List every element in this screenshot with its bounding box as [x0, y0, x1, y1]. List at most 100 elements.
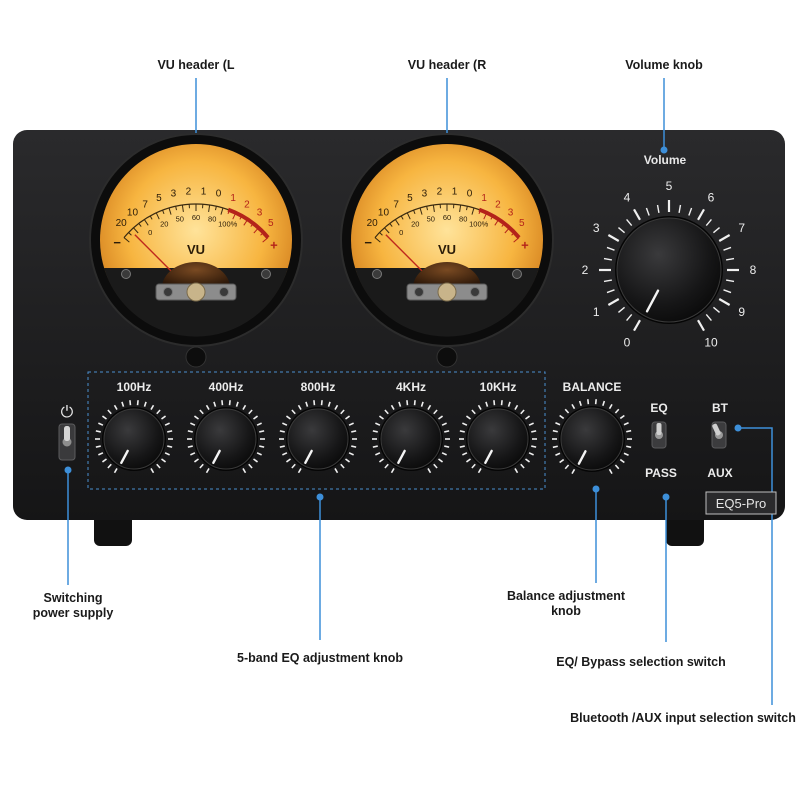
knob-tick: [552, 445, 558, 449]
model-badge: EQ5-Pro: [705, 491, 777, 515]
knob-tick: [187, 430, 193, 433]
knob-tick: [199, 463, 204, 469]
knob-tick: [619, 414, 625, 420]
knob-tick: [528, 452, 534, 456]
eq-bypass-switch[interactable]: [651, 421, 667, 449]
vu-label: VU: [187, 242, 205, 257]
knob-tick: [221, 400, 224, 406]
vu-percent-label: 80: [208, 215, 216, 224]
knob-tick: [242, 404, 247, 410]
vu-db-label: 20: [116, 218, 128, 229]
knob-body: [103, 408, 165, 470]
knob-tick: [242, 468, 247, 474]
knob-body: [467, 408, 529, 470]
volume-tick: [626, 218, 633, 227]
knob-tick: [552, 429, 558, 433]
knob-tick: [348, 422, 354, 426]
knob-tick: [193, 458, 199, 463]
vu-screw: [121, 269, 131, 279]
vu-db-label: 0: [467, 188, 473, 199]
eq-knob-100hz[interactable]: [95, 400, 173, 474]
knob-tick: [378, 458, 384, 463]
eq-knob-4khz[interactable]: [372, 400, 450, 474]
knob-tick: [259, 430, 265, 433]
volume-tick: [688, 207, 693, 216]
vu-percent-label: 0: [148, 228, 152, 237]
vu-lower-housing: [104, 268, 288, 337]
knob-tick: [462, 452, 468, 456]
knob-tick: [390, 468, 395, 474]
eq-knob-800hz[interactable]: [279, 400, 357, 474]
knob-tick: [156, 409, 161, 415]
knob-tick: [520, 409, 525, 415]
knob-tick: [531, 445, 537, 448]
knob-tick: [351, 430, 357, 433]
knob-tick: [619, 458, 625, 464]
knob-tick: [441, 452, 447, 456]
vu-db-label: 10: [127, 208, 139, 219]
eq-label-4khz: 4KHz: [396, 380, 426, 394]
eq-section-frame: [87, 371, 546, 490]
knob-tick: [98, 452, 104, 456]
knob-tick: [190, 452, 196, 456]
callout-power-supply: Switching power supply: [0, 591, 146, 621]
knob-tick: [587, 399, 590, 405]
power-switch[interactable]: [58, 423, 76, 461]
callout-lines: [67, 78, 773, 705]
vu-scale-tick: [208, 204, 211, 212]
vu-scale-tick: [504, 227, 510, 234]
vu-percent-label: 0: [399, 228, 403, 237]
knob-tick: [334, 404, 339, 410]
knob-tick: [205, 404, 210, 410]
knob-tick: [334, 468, 339, 474]
knob-pointer: [484, 449, 493, 465]
vu-zero-adjust: [436, 346, 458, 368]
eq-knob-400hz[interactable]: [187, 400, 265, 474]
knob-tick: [520, 463, 525, 469]
volume-tick: [617, 306, 626, 313]
knob-pointer: [304, 449, 313, 465]
vu-scale-tick: [149, 215, 153, 220]
vu-db-label: 7: [393, 199, 399, 210]
knob-tick: [205, 468, 210, 474]
vu-movement-cap: [413, 262, 481, 288]
knob-tick: [500, 400, 503, 406]
vu-pivot: [437, 282, 457, 302]
knob-tick: [493, 400, 496, 406]
knob-pointer: [645, 289, 660, 313]
knob-tick: [129, 400, 132, 406]
volume-tick: [607, 298, 620, 306]
vu-plus-sign: +: [270, 237, 278, 252]
knob-tick: [291, 463, 296, 469]
volume-tick: [725, 279, 735, 283]
knob-tick: [213, 401, 217, 407]
balance-knob[interactable]: [552, 399, 632, 475]
vu-db-label: 2: [437, 186, 443, 197]
eq-knob-10khz[interactable]: [459, 400, 537, 474]
knob-body: [560, 407, 624, 471]
vu-percent-label: 20: [160, 220, 168, 229]
knob-pointer: [577, 450, 587, 465]
vu-scale-tick: [400, 215, 404, 220]
knob-tick: [372, 430, 378, 433]
knob-tick: [253, 415, 259, 420]
vu-scale-tick: [459, 204, 462, 212]
input-selection-switch[interactable]: [711, 421, 727, 449]
knob-tick: [372, 445, 378, 448]
volume-tick: [633, 208, 641, 221]
callout-power-line1: Switching: [43, 591, 103, 605]
volume-tick: [705, 313, 712, 322]
callout-input-switch: Bluetooth /AUX input selection switch: [570, 711, 796, 725]
knob-tick: [477, 468, 482, 474]
knob-tick: [107, 409, 112, 415]
knob-tick: [150, 468, 155, 474]
vu-scale-tick: [227, 209, 230, 215]
vu-percent-label: 50: [176, 215, 184, 224]
volume-tick: [697, 319, 705, 332]
knob-tick: [161, 458, 167, 463]
foot-right: [666, 512, 704, 546]
balance-label: BALANCE: [563, 380, 622, 394]
vu-scale-tick: [432, 204, 435, 212]
volume-knob[interactable]: [615, 216, 723, 324]
knob-tick: [406, 400, 409, 406]
